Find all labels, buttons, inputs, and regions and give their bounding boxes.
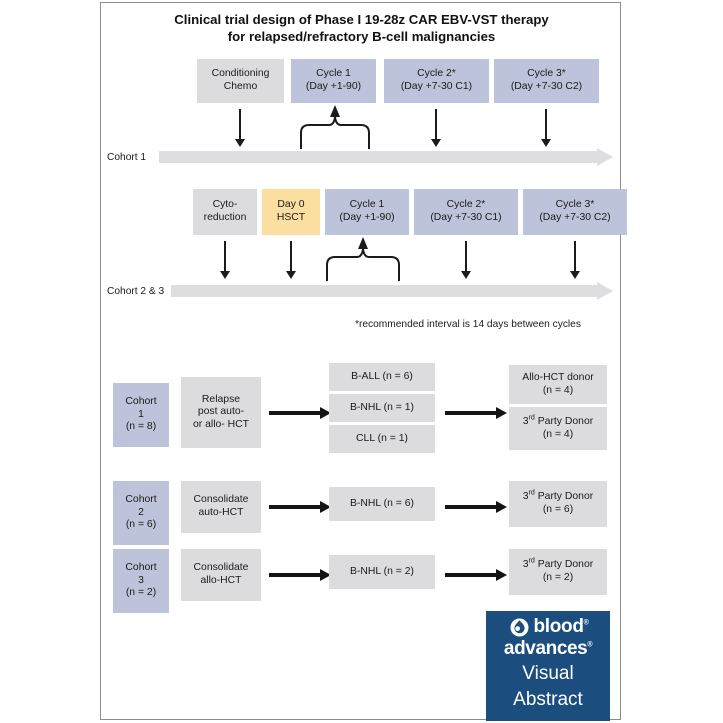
cohort23-step-cycle-1: Cycle 1 (Day +1-90) (325, 189, 409, 235)
indication-line-2: post auto- (197, 406, 245, 418)
flow-arrow-cohort1-right (445, 407, 507, 419)
step-line-2: (Day +1-90) (339, 212, 395, 223)
badge-line-1: Cohort (125, 562, 157, 574)
badge-line-2: 3 (138, 574, 144, 586)
timeline-arrow-cohort23 (171, 282, 613, 300)
step-line-1: Cyto- (212, 199, 238, 211)
indication-line-2: auto-HCT (198, 507, 244, 518)
step-line-1: Cycle 3* (527, 68, 566, 80)
cohort1-diagnosis-cll: CLL (n = 1) (329, 425, 435, 453)
donor-line-1: 3rd Party Donor (522, 489, 594, 503)
cohort1-step-cycle-3: Cycle 3* (Day +7-30 C2) (494, 59, 599, 103)
badge-line-1: Cohort (125, 494, 157, 506)
donor-line-2: (n = 4) (542, 428, 574, 440)
flow-arrow-cohort2-left (269, 501, 331, 513)
down-arrow-conditioning (235, 109, 245, 147)
cohort1-diagnosis-b-all: B-ALL (n = 6) (329, 363, 435, 391)
indication-line-1: Relapse (201, 393, 241, 405)
step-line-2: (Day +7-30 C1) (430, 212, 502, 223)
logo-word-abstract: Abstract (513, 689, 583, 710)
down-arrow-cytoreduction (220, 241, 230, 279)
timeline-arrow-cohort1 (159, 148, 613, 166)
cohort-badge-2: Cohort 2 (n = 6) (113, 481, 169, 545)
down-arrow-cycle-2-c23 (461, 241, 471, 279)
step-line-2: HSCT (276, 212, 306, 223)
cohort1-diagnosis-b-nhl: B-NHL (n = 1) (329, 394, 435, 422)
step-line-2: Chemo (223, 81, 258, 92)
step-line-1: Cycle 1 (316, 68, 351, 80)
flow-arrow-cohort2-right (445, 501, 507, 513)
brace-cycle-1-cohort23 (325, 237, 401, 281)
brace-cycle-1-cohort1 (299, 105, 371, 149)
cohort23-step-cycle-3: Cycle 3* (Day +7-30 C2) (523, 189, 627, 235)
donor-line-1: 3rd Party Donor (522, 414, 594, 427)
logo-word-advances: advances® (503, 638, 593, 659)
step-line-2: (Day +1-90) (305, 81, 362, 92)
donor-line-2: (n = 6) (542, 504, 574, 515)
cohort1-step-conditioning-chemo: Conditioning Chemo (197, 59, 284, 103)
step-line-1: Cycle 2* (417, 68, 456, 80)
blood-drop-icon (510, 618, 529, 642)
flow-arrow-cohort1-left (269, 407, 331, 419)
badge-line-2: 2 (138, 506, 144, 518)
blood-advances-visual-abstract-logo: blood® advances® Visual Abstract (486, 611, 610, 721)
cohort2-donor-third-party: 3rd Party Donor (n = 6) (509, 481, 607, 527)
cohort-badge-1: Cohort 1 (n = 8) (113, 383, 169, 447)
logo-word-visual: Visual (522, 663, 574, 684)
badge-line-3: (n = 6) (125, 519, 157, 531)
down-arrow-day0-hsct (286, 241, 296, 279)
step-line-2: (Day +7-30 C2) (539, 212, 611, 223)
step-line-1: Conditioning (211, 68, 270, 80)
cohort23-step-cycle-2: Cycle 2* (Day +7-30 C1) (414, 189, 518, 235)
cohort3-donor-third-party: 3rd Party Donor (n = 2) (509, 549, 607, 595)
badge-line-3: (n = 2) (125, 587, 157, 599)
badge-line-2: 1 (138, 408, 144, 420)
step-line-2: (Day +7-30 C2) (510, 81, 583, 92)
cohort1-step-cycle-1: Cycle 1 (Day +1-90) (291, 59, 376, 103)
indication-line-1: Consolidate (193, 494, 249, 506)
step-line-1: Cycle 2* (446, 199, 486, 211)
indication-line-2: allo-HCT (200, 575, 242, 586)
page-title-line-1: Clinical trial design of Phase I 19-28z … (174, 12, 549, 27)
step-line-1: Day 0 (277, 199, 305, 211)
donor-line-2: (n = 4) (542, 384, 574, 396)
step-line-2: (Day +7-30 C1) (400, 81, 473, 92)
page-title-line-2: for relapsed/refractory B-cell malignanc… (227, 29, 496, 44)
cohort1-step-cycle-2: Cycle 2* (Day +7-30 C1) (384, 59, 489, 103)
visual-abstract-page: Clinical trial design of Phase I 19-28z … (100, 2, 627, 721)
indication-line-1: Consolidate (193, 562, 249, 574)
flow-arrow-cohort3-right (445, 569, 507, 581)
badge-line-1: Cohort (125, 396, 157, 408)
cohort3-indication: Consolidate allo-HCT (181, 549, 261, 601)
cohort3-diagnosis-b-nhl: B-NHL (n = 2) (329, 555, 435, 589)
cohort1-donor-allo-hct: Allo-HCT donor (n = 4) (509, 365, 607, 404)
badge-line-3: (n = 8) (125, 421, 157, 433)
flow-arrow-cohort3-left (269, 569, 331, 581)
cohort1-indication: Relapse post auto- or allo- HCT (181, 377, 261, 448)
cohort23-step-day0-hsct: Day 0 HSCT (262, 189, 320, 235)
cohort1-donor-third-party: 3rd Party Donor (n = 4) (509, 407, 607, 450)
timeline-label-cohort23: Cohort 2 & 3 (107, 286, 165, 297)
cohort2-diagnosis-b-nhl: B-NHL (n = 6) (329, 487, 435, 521)
cohort-badge-3: Cohort 3 (n = 2) (113, 549, 169, 613)
footnote-recommended-interval: *recommended interval is 14 days between… (355, 319, 581, 330)
page-title: Clinical trial design of Phase I 19-28z … (101, 11, 622, 45)
indication-line-3: or allo- HCT (192, 418, 249, 430)
donor-line-1: 3rd Party Donor (522, 557, 594, 571)
cohort23-step-cytoreduction: Cyto- reduction (193, 189, 257, 235)
timeline-label-cohort1: Cohort 1 (107, 152, 147, 163)
down-arrow-cycle-2 (431, 109, 441, 147)
step-line-2: reduction (203, 212, 247, 223)
step-line-1: Cycle 3* (555, 199, 595, 211)
down-arrow-cycle-3 (541, 109, 551, 147)
step-line-1: Cycle 1 (349, 199, 385, 211)
logo-word-blood: blood® (533, 616, 589, 637)
down-arrow-cycle-3-c23 (570, 241, 580, 279)
donor-line-2: (n = 2) (542, 572, 574, 583)
cohort2-indication: Consolidate auto-HCT (181, 481, 261, 533)
donor-line-1: Allo-HCT donor (522, 371, 594, 383)
